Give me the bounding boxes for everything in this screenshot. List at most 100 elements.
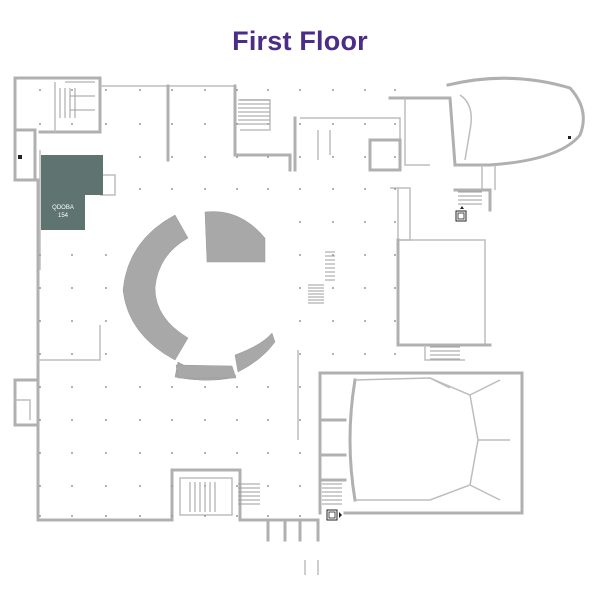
column-dot	[39, 287, 41, 289]
column-dot	[299, 156, 301, 158]
column-dot	[299, 386, 301, 388]
column-dot	[267, 89, 269, 91]
column-dot	[299, 452, 301, 454]
column-dot	[364, 188, 366, 190]
column-dot	[139, 156, 141, 158]
column-dot	[39, 515, 41, 517]
column-dot	[236, 123, 238, 125]
column-dot	[299, 221, 301, 223]
column-dot	[332, 287, 334, 289]
seating-ring	[122, 211, 276, 381]
column-dot	[204, 89, 206, 91]
column-dot	[71, 419, 73, 421]
column-dot	[139, 515, 141, 517]
column-dot	[105, 123, 107, 125]
column-dot	[394, 287, 396, 289]
column-dot	[171, 156, 173, 158]
column-dot	[71, 320, 73, 322]
column-dot	[332, 123, 334, 125]
column-dot	[364, 320, 366, 322]
column-dot	[105, 287, 107, 289]
column-dot	[267, 156, 269, 158]
column-dot	[204, 452, 206, 454]
column-dot	[332, 320, 334, 322]
column-dot	[171, 419, 173, 421]
column-dot	[267, 419, 269, 421]
column-dot	[332, 89, 334, 91]
column-dot	[71, 386, 73, 388]
room-name: QDOBA	[52, 205, 74, 211]
column-dot	[299, 485, 301, 487]
column-dot	[394, 188, 396, 190]
stairs	[59, 88, 482, 512]
column-dot	[204, 188, 206, 190]
column-dot	[171, 89, 173, 91]
column-dot	[299, 254, 301, 256]
column-dot	[105, 515, 107, 517]
column-dot	[236, 452, 238, 454]
column-dot	[236, 386, 238, 388]
column-dot	[394, 353, 396, 355]
room-qdoba-154[interactable]: QDOBA 154	[41, 155, 103, 230]
column-dot	[236, 156, 238, 158]
column-dot	[39, 89, 41, 91]
column-dot	[139, 123, 141, 125]
column-dot	[204, 386, 206, 388]
column-dot	[204, 419, 206, 421]
column-dot	[39, 386, 41, 388]
column-dot	[332, 221, 334, 223]
column-dot	[39, 254, 41, 256]
columns	[39, 89, 396, 517]
column-dot	[71, 287, 73, 289]
column-dot	[364, 123, 366, 125]
column-dot	[236, 188, 238, 190]
marker	[18, 155, 22, 159]
column-dot	[364, 287, 366, 289]
column-dot	[139, 485, 141, 487]
column-dot	[71, 254, 73, 256]
room-number: 154	[58, 213, 69, 219]
column-dot	[39, 485, 41, 487]
column-dot	[394, 221, 396, 223]
column-dot	[299, 287, 301, 289]
column-dot	[71, 353, 73, 355]
column-dot	[394, 156, 396, 158]
column-dot	[139, 188, 141, 190]
column-dot	[299, 188, 301, 190]
column-dot	[267, 485, 269, 487]
column-dot	[139, 89, 141, 91]
column-dot	[394, 123, 396, 125]
column-dot	[364, 353, 366, 355]
column-dot	[236, 485, 238, 487]
column-dot	[105, 320, 107, 322]
building-walls	[13, 76, 585, 575]
column-dot	[267, 452, 269, 454]
column-dot	[332, 156, 334, 158]
column-dot	[299, 515, 301, 517]
column-dot	[204, 515, 206, 517]
column-dot	[332, 353, 334, 355]
column-dot	[105, 485, 107, 487]
column-dot	[139, 419, 141, 421]
column-dot	[105, 254, 107, 256]
column-dot	[105, 89, 107, 91]
column-dot	[299, 419, 301, 421]
column-dot	[105, 419, 107, 421]
column-dot	[236, 515, 238, 517]
column-dot	[171, 123, 173, 125]
column-dot	[364, 221, 366, 223]
column-dot	[267, 515, 269, 517]
column-dot	[332, 188, 334, 190]
column-dot	[71, 89, 73, 91]
column-dot	[139, 452, 141, 454]
column-dot	[299, 320, 301, 322]
column-dot	[71, 485, 73, 487]
column-dot	[105, 386, 107, 388]
column-dot	[171, 386, 173, 388]
column-dot	[105, 452, 107, 454]
marker	[568, 136, 571, 139]
column-dot	[394, 89, 396, 91]
column-dot	[299, 353, 301, 355]
column-dot	[39, 353, 41, 355]
column-dot	[364, 89, 366, 91]
